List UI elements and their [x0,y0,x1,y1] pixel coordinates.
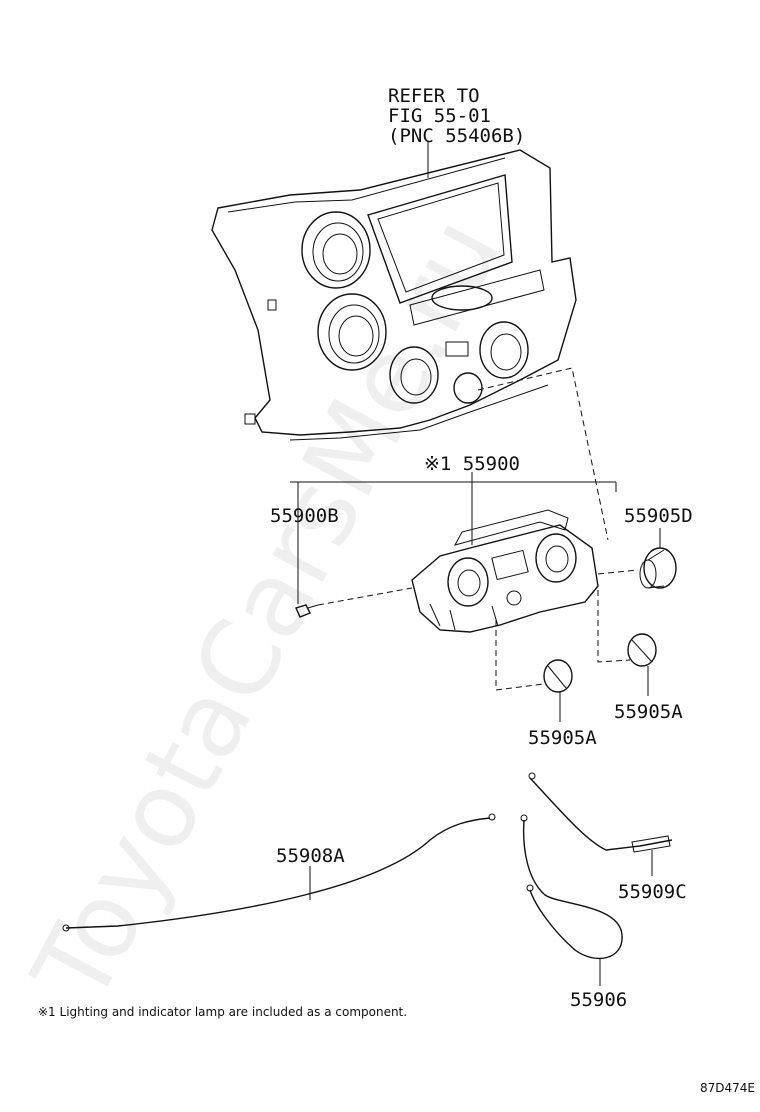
part-label-55905a-right[interactable]: 55905A [614,701,683,723]
knob-55905a-left-illustration [543,659,573,693]
panel-to-unit-dashed-line [477,367,609,541]
refer-note-line3: (PNC 55406B) [388,125,525,147]
watermark: ToyotaCarsMe.ru [9,198,525,1022]
part-label-55905a-left[interactable]: 55905A [528,727,597,749]
part-label-55906[interactable]: 55906 [570,989,627,1011]
part-label-55908a[interactable]: 55908A [276,845,345,867]
heater-control-unit-illustration [411,509,599,633]
refer-note-line2: FIG 55-01 [388,105,491,127]
part-label-55905d[interactable]: 55905D [624,505,693,527]
footnote: ※1 Lighting and indicator lamp are inclu… [38,1005,407,1019]
knob-55905a-right-illustration [627,633,657,667]
p55900-leader [290,472,617,545]
refer-note-line1: REFER TO [388,85,480,107]
knob-55905d-illustration [639,547,677,589]
part-label-55900b[interactable]: 55900B [270,505,339,527]
console-panel-illustration [211,149,577,441]
part-label-55909c[interactable]: 55909C [618,881,687,903]
part-label-55900[interactable]: ※1 55900 [424,453,520,475]
screw-illustration [295,604,319,618]
figure-code: 87D474E [700,1081,755,1095]
cable-55909c-illustration [528,772,673,853]
cable-55908a-illustration [62,813,496,932]
cable-55906-illustration [520,814,623,960]
